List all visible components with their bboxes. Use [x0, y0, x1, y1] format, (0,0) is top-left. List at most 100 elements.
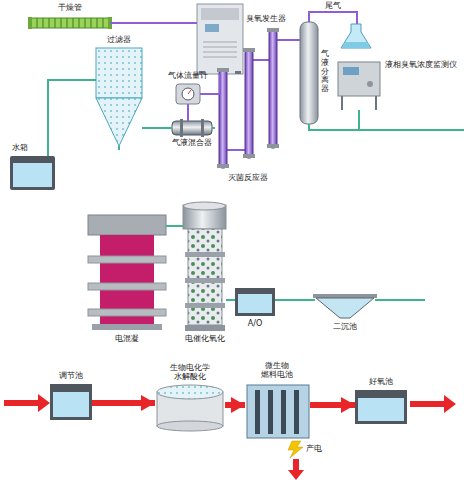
ozone-generator-part: [197, 4, 243, 74]
ao-tank-part: [235, 288, 275, 316]
hydrolysis-reactor-part: [157, 421, 223, 431]
drying-tube-part: [28, 17, 32, 29]
pipe-label: 尾气: [324, 1, 342, 11]
equipment-label: 电混凝: [115, 334, 139, 344]
pipe-connector: [187, 104, 189, 121]
ozone-monitor-part: [375, 96, 377, 110]
sterilization-reactor-part: [217, 68, 229, 72]
sterilization-reactor-part: [253, 59, 269, 61]
microbial-fuel-cell: [247, 385, 309, 438]
electrocoagulation-node: 电混凝: [88, 215, 166, 331]
equipment-label: A/O: [248, 319, 262, 329]
filter-part: [96, 98, 142, 146]
aerobic-tank-node: 好氧池: [355, 390, 407, 424]
regulating-tank: [50, 384, 92, 420]
outlet-pipe-part: [358, 110, 360, 130]
equipment-label: 二沉池: [333, 322, 357, 332]
mixer-node: 气液混合器: [172, 121, 212, 135]
electrocatalytic-column-part: [185, 278, 225, 283]
outlet-pipe: [309, 110, 464, 300]
ozone-generator-part: [201, 8, 239, 20]
reactor-node: 灭菌反应器: [215, 28, 281, 170]
note-label: 产电: [306, 444, 322, 454]
equipment-label: 臭氧发生器: [246, 14, 286, 24]
equipment-label: 气体流量计: [168, 71, 208, 81]
ozone-generator-part: [203, 42, 237, 43]
gas-liquid-separator-part: [300, 22, 318, 124]
filter-part: [96, 48, 142, 98]
electrocoagulation-unit-part: [88, 283, 166, 290]
sterilization-reactor-part: [245, 50, 253, 158]
aerobic-tank-part: [358, 398, 404, 421]
gas-liquid-separator: [300, 22, 318, 124]
sterilization-reactor: [217, 28, 281, 168]
pipe-connector: [48, 80, 96, 156]
ozone-generator-part: [203, 47, 237, 48]
settling-tank-part: [316, 298, 374, 318]
water-tank-part: [10, 156, 55, 190]
equipment-label: 干燥管: [58, 3, 82, 13]
electrocatalysis-node: 电催化氧化: [183, 205, 226, 331]
electrocatalytic-column-part: [188, 229, 222, 325]
ozone-generator-part: [235, 71, 241, 74]
water-tank: [10, 156, 55, 190]
sterilization-reactor-part: [217, 164, 229, 168]
pipe-connector: [309, 12, 357, 24]
ozone-monitor: [338, 24, 380, 110]
pipe-connector: [110, 22, 197, 24]
ozone-monitor-part: [341, 24, 371, 48]
gas-flowmeter: [176, 84, 200, 104]
electrocatalytic-column-part: [185, 325, 225, 331]
pipe-connector: [166, 225, 183, 227]
flow-arrow-part: [4, 394, 50, 412]
ozone-monitor-part: [367, 81, 373, 87]
gas-flowmeter-part: [182, 88, 194, 100]
electrocoagulation-unit-part: [92, 324, 162, 330]
electrocoagulation-unit: [88, 215, 166, 330]
aerobic-tank-part: [355, 390, 407, 424]
microbial-fuel-cell-part: [294, 390, 299, 434]
electrocoagulation-unit-part: [88, 309, 166, 316]
pipe-connector: [281, 39, 300, 41]
electrocatalytic-column-part: [185, 252, 225, 257]
electrocatalytic-column-part: [184, 202, 226, 210]
outlet-pipe-part: [375, 299, 425, 301]
ozone-generator-part: [203, 57, 237, 58]
drying-tube-node: 干燥管: [30, 16, 110, 30]
equipment-label: 好氧池: [369, 377, 393, 387]
flow-arrow: [4, 394, 456, 480]
filter-part: [118, 146, 120, 150]
ao-tank-part: [238, 294, 272, 313]
water-tank-part: [13, 163, 52, 187]
ozone-monitor-part: [342, 42, 370, 48]
ozone-generator-part: [205, 24, 219, 32]
gas-flowmeter-part: [188, 90, 191, 94]
gas-liquid-mixer-part: [172, 121, 212, 135]
equipment-label: 微生物 燃料电池: [261, 361, 294, 380]
hydrolysis-reactor: [157, 385, 223, 431]
equipment-label: 水箱: [12, 143, 28, 153]
ozone-generator-node: 臭氧发生器: [197, 4, 243, 74]
flow-arrow: [310, 402, 355, 408]
ozone-monitor-part: [338, 62, 380, 96]
sterilization-reactor-part: [227, 149, 245, 151]
regulating-tank-node: 调节池: [50, 384, 92, 420]
drying-tube-part: [30, 18, 110, 28]
flow-arrow: [225, 402, 245, 408]
ozone-generator-part: [203, 52, 237, 53]
gas-liquid-mixer: [172, 119, 212, 137]
ozone-generator: [197, 4, 243, 74]
pipe-connector: [212, 127, 215, 129]
gas-liquid-mixer-part: [180, 119, 183, 137]
flow-arrow-part: [410, 395, 456, 413]
hydrolysis-reactor-part: [157, 385, 223, 399]
electrocatalytic-column: [183, 202, 226, 331]
water-tank-node: 水箱: [10, 156, 55, 190]
electrocoagulation-unit-part: [88, 256, 166, 263]
equipment-label: 气液分离器: [321, 50, 329, 94]
ozone-monitor-part: [341, 96, 343, 110]
gas-liquid-mixer-part: [201, 119, 204, 137]
